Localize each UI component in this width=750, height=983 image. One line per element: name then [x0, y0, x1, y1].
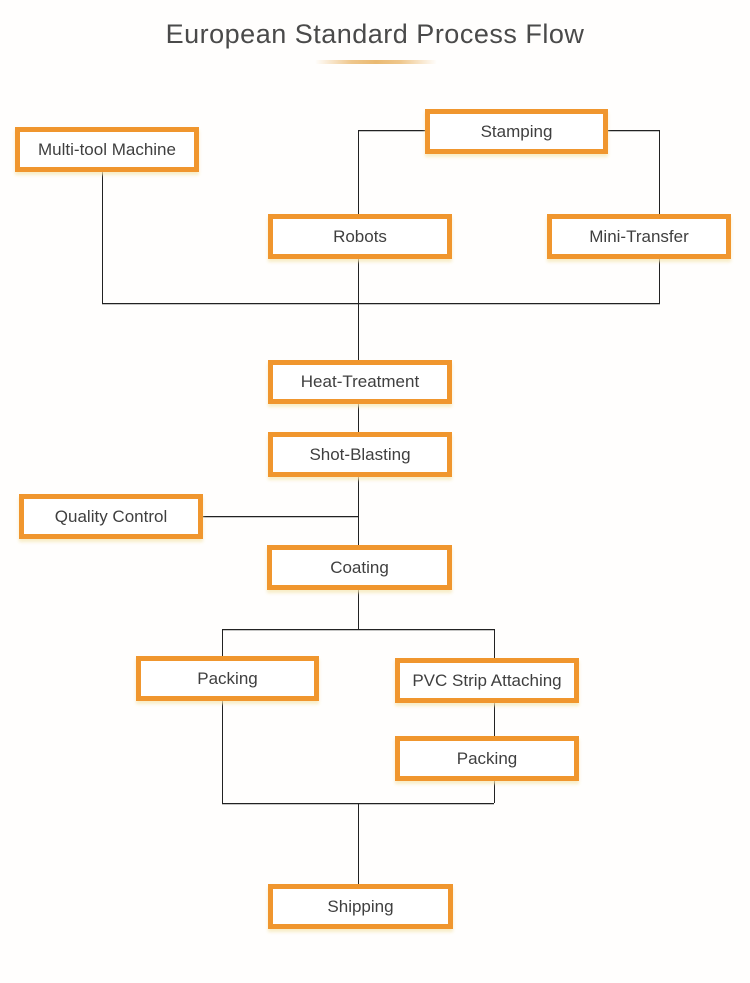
node-robots: Robots	[268, 214, 452, 259]
node-packing-right: Packing	[395, 736, 579, 781]
page-title: European Standard Process Flow	[165, 19, 585, 49]
node-mini-transfer: Mini-Transfer	[547, 214, 731, 259]
node-shipping: Shipping	[268, 884, 453, 929]
connector-to-packing-left	[222, 629, 223, 656]
connector-packing-left-down	[222, 701, 223, 803]
connector-coating-down	[358, 590, 359, 629]
connector-merge-bar-top	[102, 303, 660, 304]
connector-stamping-right	[608, 130, 660, 131]
connector-packing-right-down	[494, 781, 495, 803]
title-underline-divider	[315, 60, 437, 64]
connector-to-pvc-strip	[494, 629, 495, 658]
node-packing-left: Packing	[136, 656, 319, 701]
connector-shotblasting-to-coating	[358, 477, 359, 545]
node-quality-control: Quality Control	[19, 494, 203, 539]
node-shot-blasting: Shot-Blasting	[268, 432, 452, 477]
connector-robots-down	[358, 259, 359, 303]
connector-minitransfer-down	[659, 259, 660, 303]
connector-to-shipping	[358, 803, 359, 884]
connector-to-heat-treatment	[358, 303, 359, 360]
node-pvc-strip-attaching: PVC Strip Attaching	[395, 658, 579, 703]
node-multi-tool-machine: Multi-tool Machine	[15, 127, 199, 172]
connector-branch-bar-top	[222, 629, 494, 630]
connector-stamping-left	[358, 130, 425, 131]
connector-stamping-to-minitransfer	[659, 130, 660, 214]
connector-stamping-to-robots	[358, 130, 359, 214]
connector-heat-to-shotblasting	[358, 404, 359, 432]
connector-multitool-down	[102, 171, 103, 303]
connector-quality-control	[203, 516, 358, 517]
node-heat-treatment: Heat-Treatment	[268, 360, 452, 404]
connector-pvc-to-packing	[494, 703, 495, 736]
node-stamping: Stamping	[425, 109, 608, 154]
node-coating: Coating	[267, 545, 452, 590]
